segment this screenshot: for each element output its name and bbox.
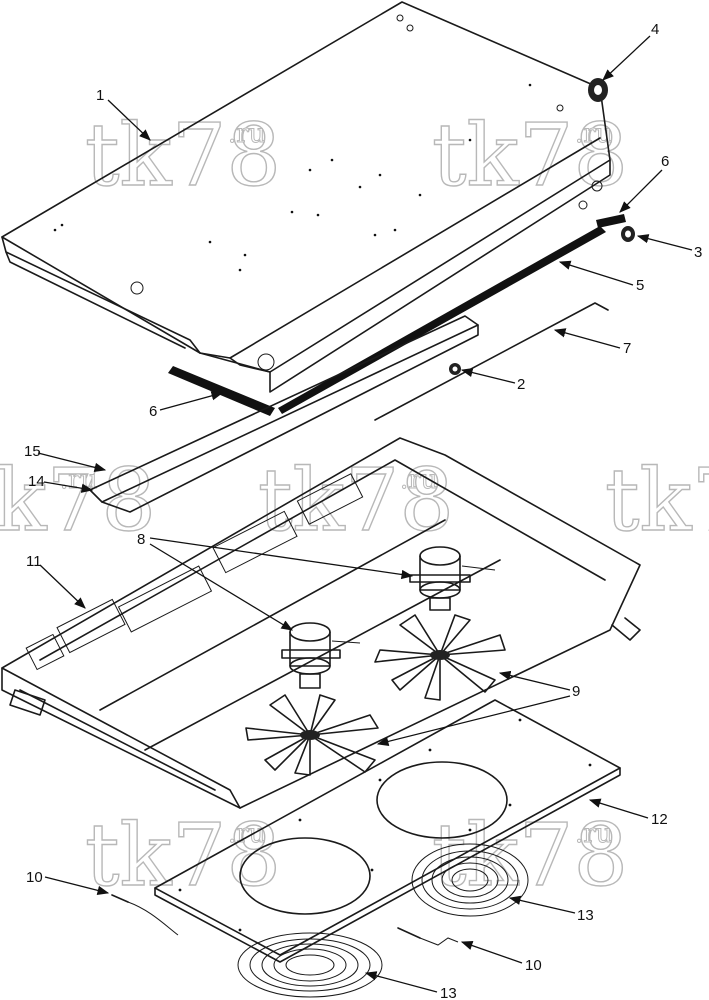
grommet-part-4 bbox=[588, 78, 608, 102]
callout-10-right: 10 bbox=[525, 957, 542, 974]
fan-right bbox=[374, 614, 506, 701]
gasket-strip-long bbox=[278, 226, 606, 414]
watermark-mid-center: tk78 .ru bbox=[257, 450, 455, 551]
leader-lines bbox=[37, 35, 693, 993]
watermark-top-left: tk78 .ru bbox=[84, 105, 282, 206]
svg-text:.ru: .ru bbox=[228, 119, 265, 149]
callout-5: 5 bbox=[636, 277, 644, 294]
callout-4: 4 bbox=[651, 21, 659, 38]
callout-6-top: 6 bbox=[661, 153, 669, 170]
watermark-mid-left: tk78 .ru bbox=[0, 450, 157, 551]
sensor-right bbox=[397, 927, 459, 946]
top-cover bbox=[1, 1, 611, 393]
fan-guard-left bbox=[237, 932, 383, 998]
svg-text:tk78: tk78 bbox=[605, 451, 709, 551]
callout-2: 2 bbox=[517, 376, 525, 393]
motor-left bbox=[281, 622, 361, 689]
callout-1: 1 bbox=[96, 87, 104, 104]
gasket-strip-small bbox=[596, 214, 626, 228]
fan-guard-right bbox=[411, 843, 529, 917]
rod-part-7 bbox=[374, 302, 609, 421]
watermark-bottom-right: tk78 .ru bbox=[431, 805, 629, 906]
grommet-part-3 bbox=[621, 226, 635, 242]
svg-text:tk78: tk78 bbox=[432, 106, 628, 206]
callout-3: 3 bbox=[694, 244, 702, 261]
svg-text:tk78: tk78 bbox=[85, 106, 281, 206]
callout-13-left: 13 bbox=[440, 985, 457, 1000]
svg-text:tk78: tk78 bbox=[432, 806, 628, 906]
callout-7: 7 bbox=[623, 340, 631, 357]
callout-15: 15 bbox=[24, 443, 41, 460]
gasket-strip-short bbox=[168, 366, 275, 416]
callout-12: 12 bbox=[651, 811, 668, 828]
callout-9: 9 bbox=[572, 683, 580, 700]
panel-part-15 bbox=[89, 315, 479, 513]
callout-10-left: 10 bbox=[26, 869, 43, 886]
callout-11: 11 bbox=[26, 553, 42, 570]
svg-text:.ru: .ru bbox=[400, 465, 437, 495]
callout-8: 8 bbox=[137, 531, 145, 548]
svg-text:.ru: .ru bbox=[575, 819, 612, 849]
callout-labels: 1 4 6 3 5 7 2 6 15 14 11 8 9 12 10 13 10… bbox=[24, 21, 702, 1000]
watermark-top-right: tk78 .ru bbox=[431, 105, 629, 206]
watermark-bottom-left: tk78 .ru bbox=[84, 805, 282, 906]
callout-13-right: 13 bbox=[577, 907, 594, 924]
watermark-group: tk78 .ru tk78 .ru tk78 .ru tk78 .ru tk78… bbox=[0, 105, 709, 906]
svg-text:tk78: tk78 bbox=[0, 451, 156, 551]
motor-right bbox=[409, 546, 496, 611]
fan-plate bbox=[154, 699, 621, 963]
grommet-part-2 bbox=[449, 363, 461, 375]
callout-6-bottom: 6 bbox=[149, 403, 157, 420]
callout-14: 14 bbox=[28, 473, 45, 490]
fan-left bbox=[245, 694, 379, 776]
watermark-mid-right: tk78 bbox=[604, 450, 709, 551]
sensor-left bbox=[111, 894, 179, 936]
